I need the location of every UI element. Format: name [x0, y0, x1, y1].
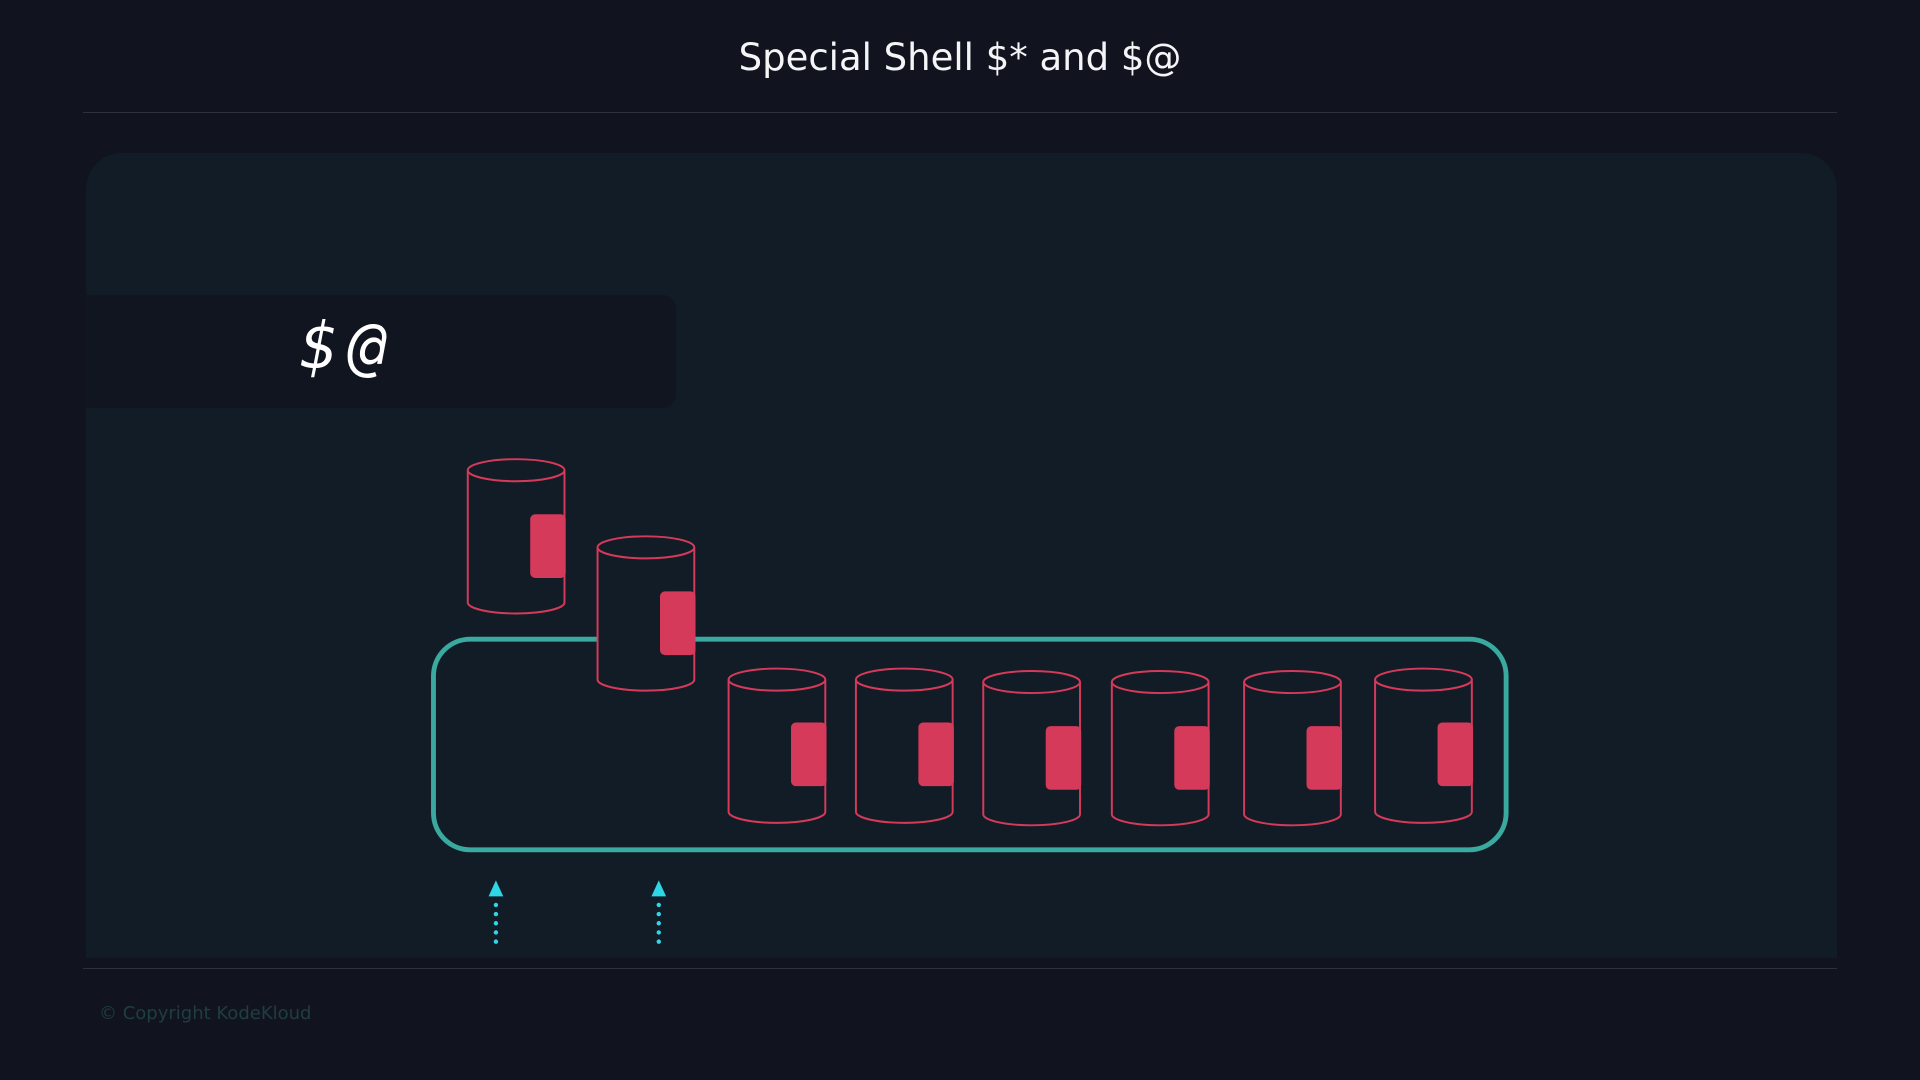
arrow-head-icon [488, 880, 504, 897]
argument-cylinder [727, 667, 827, 824]
cylinder-top [596, 535, 696, 560]
cylinder-marker [918, 722, 954, 787]
cylinder-top [1374, 667, 1473, 692]
copyright-text: © Copyright KodeKloud [99, 1003, 312, 1024]
pointer-arrow [488, 880, 504, 944]
argument-container [431, 636, 1509, 853]
argument-cylinder [1243, 670, 1343, 827]
cylinder-top [1243, 670, 1342, 695]
cylinder-marker [530, 514, 566, 578]
cylinder-body [854, 679, 954, 824]
arrow-dot [656, 902, 661, 908]
cylinder-marker [1306, 726, 1343, 790]
cylinder-top [727, 667, 827, 692]
arrow-head-icon [651, 880, 667, 897]
arrow-dot [656, 921, 661, 926]
arrow-dot [656, 911, 661, 917]
arrow-dot [493, 902, 499, 908]
arrow-dot [656, 930, 661, 935]
variable-label-box [86, 295, 676, 408]
slide-title: Special Shell $* and $@ [738, 36, 1182, 79]
arrow-dot [493, 921, 499, 926]
cylinder-marker [1174, 726, 1210, 790]
cylinder-top [1110, 670, 1210, 695]
variable-label: $@ [300, 310, 398, 384]
arrow-dot [493, 930, 499, 935]
cylinder-marker [1437, 722, 1474, 787]
argument-cylinder [854, 667, 954, 824]
cylinder-body [727, 679, 827, 824]
cylinder-top [982, 670, 1081, 695]
header-divider [83, 112, 1837, 113]
argument-cylinder [596, 535, 696, 692]
cylinder-marker [660, 591, 696, 656]
cylinder-marker [791, 722, 827, 787]
cylinder-top [854, 667, 954, 692]
content-panel [86, 153, 1837, 958]
pointer-arrow [651, 880, 667, 944]
argument-cylinder [982, 670, 1082, 827]
footer-divider [83, 968, 1837, 969]
argument-cylinder [1110, 670, 1210, 827]
arrow-dot [493, 939, 499, 944]
arrow-dot [493, 911, 499, 917]
argument-cylinder [466, 458, 566, 615]
argument-cylinder [1374, 667, 1474, 824]
cylinder-top [466, 458, 566, 483]
cylinder-marker [1045, 726, 1082, 790]
arrow-dot [656, 939, 661, 944]
cylinder-body [1374, 679, 1473, 824]
